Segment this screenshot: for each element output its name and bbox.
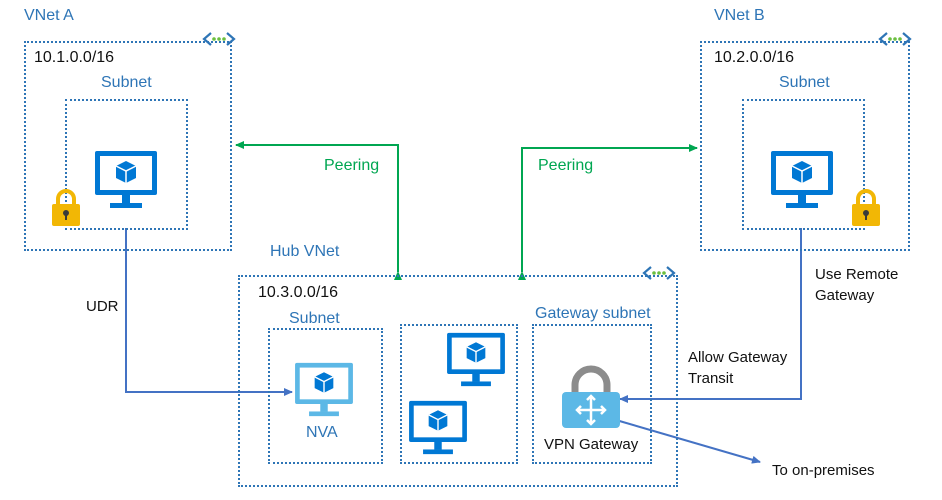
- vnet-b-subnet-box: [742, 99, 865, 230]
- nva-label: NVA: [306, 424, 338, 441]
- vnet-b-box: [700, 41, 910, 251]
- vnet-a-cidr: 10.1.0.0/16: [34, 49, 115, 66]
- vnet-b-subnet-label: Subnet: [779, 74, 830, 91]
- udr-label: UDR: [86, 298, 119, 315]
- gateway-transit-line: [619, 228, 802, 403]
- vnet-a-box: [24, 41, 232, 251]
- lock-icon: [852, 189, 880, 226]
- hub-vnet-label: Hub VNet: [270, 243, 340, 260]
- vm-icon: [409, 400, 467, 455]
- vpn-gateway-icon: [562, 365, 620, 428]
- vnet-a-subnet-box: [65, 99, 188, 230]
- hub-workload-box: [400, 324, 518, 464]
- hub-vnet-cidr: 10.3.0.0/16: [258, 284, 339, 301]
- peering-label-left: Peering: [324, 157, 380, 174]
- nva-icon: [295, 362, 353, 417]
- vpn-gateway-label: VPN Gateway: [544, 436, 639, 453]
- gateway-subnet-box: [532, 324, 652, 464]
- peering-label-right: Peering: [538, 157, 594, 174]
- vnet-icon: [878, 32, 912, 46]
- peering-line-left: [235, 141, 402, 280]
- vnet-b-cidr: 10.2.0.0/16: [714, 49, 795, 66]
- lock-icon: [52, 189, 80, 226]
- on-premises-line: [615, 419, 761, 464]
- vm-icon: [95, 151, 157, 208]
- vnet-a-label: VNet A: [24, 7, 74, 24]
- udr-line: [125, 228, 293, 396]
- hub-subnet-label: Subnet: [289, 310, 340, 327]
- use-remote-gateway-label-1: Use Remote: [815, 266, 899, 283]
- allow-transit-label-1: Allow Gateway: [688, 349, 788, 366]
- hub-subnet-box: [268, 328, 383, 464]
- allow-transit-label-2: Transit: [688, 370, 734, 387]
- gateway-subnet-label: Gateway subnet: [535, 305, 651, 322]
- to-on-premises-label: To on-premises: [772, 462, 875, 479]
- vm-icon: [771, 151, 833, 208]
- peering-line-right: [518, 144, 698, 280]
- vnet-a-subnet-label: Subnet: [101, 74, 152, 91]
- vm-icon: [447, 332, 505, 387]
- vnet-icon: [202, 32, 236, 46]
- use-remote-gateway-label-2: Gateway: [815, 287, 875, 304]
- vnet-icon: [642, 266, 676, 280]
- vnet-b-label: VNet B: [714, 7, 765, 24]
- hub-vnet-box: [238, 275, 678, 487]
